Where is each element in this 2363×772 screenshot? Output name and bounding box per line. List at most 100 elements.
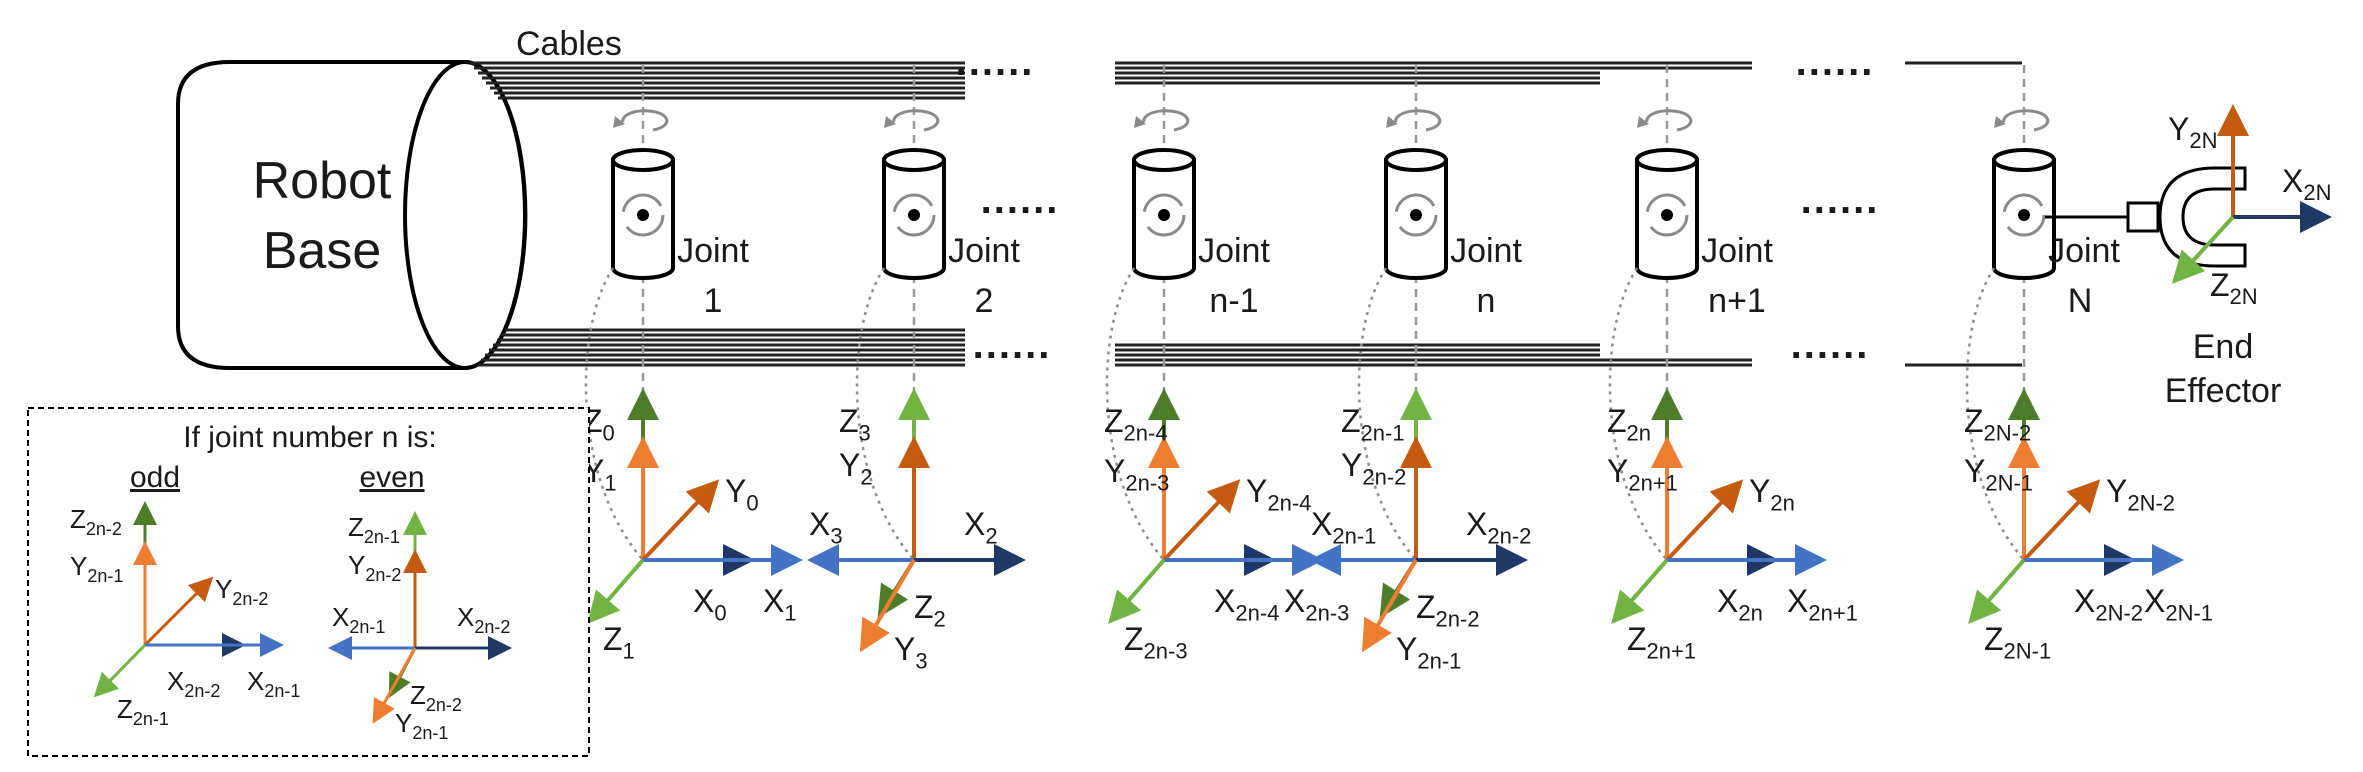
y-diag-label: Y0 [725,473,759,515]
ellipsis-mid-2: ...... [1801,178,1880,222]
ellipsis-mid-1: ...... [981,178,1060,222]
z-diag-label: Z2n+1 [1627,621,1696,663]
joint-label-word: Joint [948,232,1020,270]
z-diag-label: Z2n-3 [1124,621,1188,663]
y-diag-axis [641,479,720,562]
y-diag-axis [1665,479,1744,562]
y-diag-label: Y2n [1749,473,1795,515]
joint-rotation-icon [621,193,665,237]
joint-rotation-icon [2002,193,2046,237]
x-dark-label: X2N-2 [2074,583,2143,625]
x-left-label: X2n-1 [332,602,385,637]
cables-label: Cables [516,25,622,63]
x-left-label: X2n-1 [1311,506,1376,548]
x-dark-label: X0 [693,583,727,625]
y-down-axis [1361,558,1418,653]
z-diag-label: Z2n-1 [117,694,169,729]
rotation-icon [621,109,669,132]
y-up-label: Y2 [839,447,873,489]
joint-label-number: N [2068,282,2093,320]
rotation-arrowhead-icon [613,116,625,128]
z-up-label: Z2n-1 [348,512,400,547]
ee-z-label: Z2N [2210,267,2258,309]
y-up-label: Y2n-1 [70,551,123,586]
base-label-line1: Robot [253,152,392,210]
ellipsis-bottom-2: ...... [1791,323,1870,367]
y-down-label: Y2n-1 [395,708,448,743]
y-up-label: Y2n-3 [1104,453,1169,495]
legend-odd-label: odd [130,461,180,494]
ellipsis-top-2: ...... [1796,40,1875,84]
z-up-label: Z2n-1 [1341,403,1405,445]
z-down-label: Z2n-2 [410,680,462,715]
z-diag-axis [93,643,147,698]
rotation-icon [2002,109,2050,132]
ellipsis-bottom-1: ...... [973,323,1052,367]
z-diag-axis [1108,558,1166,625]
joint-rotation-icon [1394,193,1438,237]
y-down-label: Y3 [894,631,928,673]
end-effector-label-line2: Effector [2165,372,2282,410]
x-light-label: X2n-3 [1284,583,1349,625]
z-diag-label: Z2N-1 [1984,621,2051,663]
y-up-label: Y2n-2 [348,550,401,585]
rotation-arrowhead-icon [1386,116,1398,128]
rotation-icon [1645,109,1693,132]
joint-label-word: Joint [1198,232,1270,270]
y-down-label: Y2n-1 [1396,631,1461,673]
joint-label-number: n [1477,282,1496,320]
y-diag-label: Y2n-4 [1246,473,1311,515]
joint-label-word: Joint [677,232,749,270]
z-up-label: Z2n [1607,403,1651,445]
y-diag-label: Y2N-2 [2106,473,2175,515]
robot-base: Robot Base [176,60,528,370]
rotation-icon [892,109,940,132]
legend-even-label: even [359,461,424,494]
x-dark-label: X2n-2 [167,666,220,701]
legend: If joint number n is: odd even Z2n-2Y2n-… [27,407,590,757]
z-down-label: Z2 [914,589,946,631]
z-diag-axis [587,558,645,625]
z-up-label: Z2n-2 [70,504,122,539]
z-diag-axis [1611,558,1669,625]
rotation-arrowhead-icon [1134,116,1146,128]
y-up-label: Y2N-1 [1964,453,2033,495]
base-label-line2: Base [263,222,382,280]
cables [470,61,2022,367]
rotation-icon [1142,109,1190,132]
rotation-arrowhead-icon [884,116,896,128]
z-diag-axis [1968,558,2026,625]
y-diag-label: Y2n-2 [215,574,268,609]
ee-z-axis [2171,215,2235,284]
z-up-label: Z2n-4 [1104,403,1168,445]
legend-title: If joint number n is: [183,421,436,454]
ellipsis-top-1: ...... [956,40,1035,84]
y-diag-axis [2022,479,2101,562]
y-up-label: Y2n-2 [1341,447,1406,489]
y-down-axis [859,558,916,653]
z-diag-label: Z1 [603,621,635,663]
x-light-label: X2n-1 [247,666,300,701]
rotation-icon [1394,109,1442,132]
x-left-label: X3 [809,506,843,548]
joint-label-word: Joint [2048,232,2120,270]
joint-label-word: Joint [1450,232,1522,270]
x-right-label: X2n-2 [457,602,510,637]
rotation-arrowhead-icon [1994,116,2006,128]
joint-label-number: n+1 [1708,282,1766,320]
x-light-label: X1 [763,583,797,625]
